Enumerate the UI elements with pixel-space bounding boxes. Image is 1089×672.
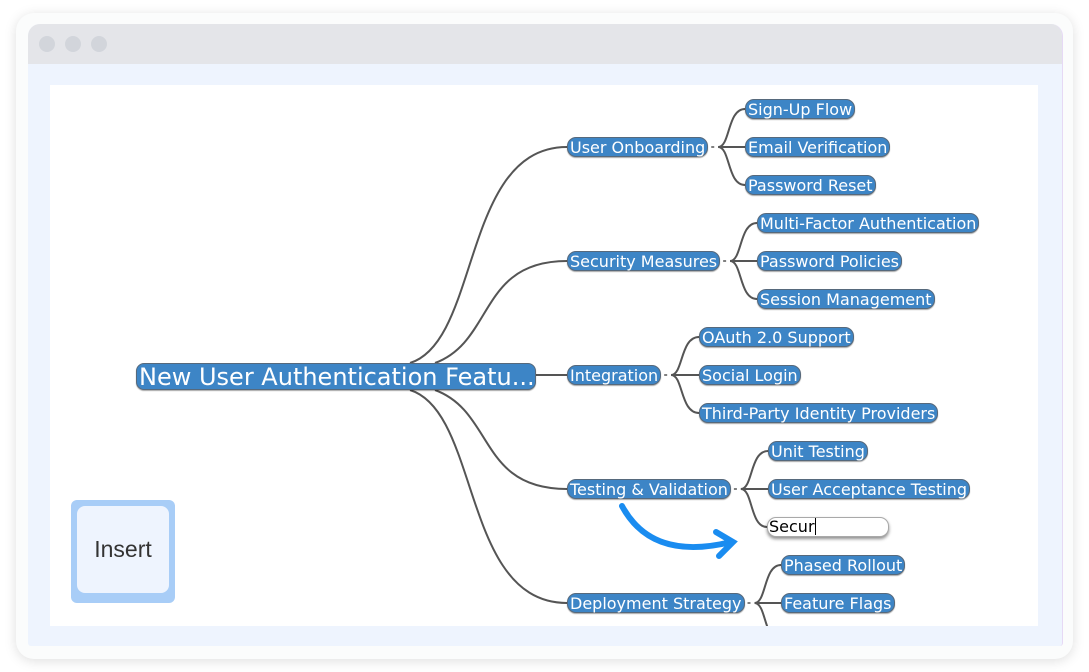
branch-node-testing-validation[interactable]: Testing & Validation	[567, 479, 731, 499]
leaf-node-multi-factor-authentication[interactable]: Multi-Factor Authentication	[757, 213, 980, 233]
edge-root-branch-3	[434, 389, 568, 490]
leaf-node-password-reset[interactable]: Password Reset	[745, 175, 876, 195]
branch-node-user-onboarding[interactable]: User Onboarding	[567, 137, 709, 157]
edge-branch-child-4-2	[754, 602, 769, 626]
arrow-shaft	[619, 503, 734, 551]
edge-branch-child-1-0	[729, 222, 758, 262]
leaf-node-user-acceptance-testing[interactable]: User Acceptance Testing	[768, 479, 971, 499]
leaf-node-unit-testing[interactable]: Unit Testing	[768, 441, 868, 461]
mindmap-edges	[409, 108, 782, 626]
leaf-node-feature-flags[interactable]: Feature Flags	[781, 593, 895, 613]
window-close-dot[interactable]	[39, 36, 55, 52]
leaf-node-oauth-support[interactable]: OAuth 2.0 Support	[699, 327, 854, 347]
edge-root-branch-0	[409, 146, 568, 364]
edge-branch-child-2-0	[670, 336, 700, 376]
branch-node-security-measures[interactable]: Security Measures	[567, 251, 721, 271]
root-node[interactable]: New User Authentication Featu...	[136, 363, 536, 390]
leaf-node-third-party-identity-providers[interactable]: Third-Party Identity Providers	[699, 403, 939, 423]
node-edit-input-value: Secur	[769, 517, 815, 536]
node-edit-input[interactable]: Secur	[767, 517, 889, 537]
leaf-node-sign-up-flow[interactable]: Sign-Up Flow	[745, 99, 856, 119]
leaf-node-session-management[interactable]: Session Management	[757, 289, 935, 309]
leaf-node-email-verification[interactable]: Email Verification	[745, 137, 891, 157]
insert-button-label: Insert	[77, 506, 169, 593]
branch-node-deployment-strategy[interactable]: Deployment Strategy	[567, 593, 745, 613]
edge-branch-child-3-0	[740, 450, 769, 490]
leaf-node-social-login[interactable]: Social Login	[699, 365, 801, 385]
edge-branch-child-0-0	[717, 108, 746, 148]
curved-arrow-icon	[619, 503, 738, 559]
mindmap-canvas[interactable]: New User Authentication Featu... User On…	[50, 85, 1038, 626]
leaf-node-password-policies[interactable]: Password Policies	[757, 251, 902, 271]
edge-branch-child-2-2	[670, 374, 700, 414]
edge-branch-child-0-2	[717, 146, 746, 186]
edge-root-branch-4	[409, 389, 568, 604]
edge-branch-child-1-2	[729, 260, 758, 300]
insert-button[interactable]: Insert	[71, 500, 175, 603]
arrow-head	[713, 529, 738, 559]
text-caret	[814, 518, 816, 535]
edge-branch-child-4-0	[754, 564, 782, 604]
leaf-node-phased-rollout[interactable]: Phased Rollout	[781, 555, 906, 575]
window-minimize-dot[interactable]	[65, 36, 81, 52]
edge-root-branch-1	[434, 260, 568, 364]
window-maximize-dot[interactable]	[91, 36, 107, 52]
edge-branch-child-3-2	[740, 488, 768, 528]
branch-node-integration[interactable]: Integration	[567, 365, 662, 385]
title-bar	[28, 24, 1062, 64]
